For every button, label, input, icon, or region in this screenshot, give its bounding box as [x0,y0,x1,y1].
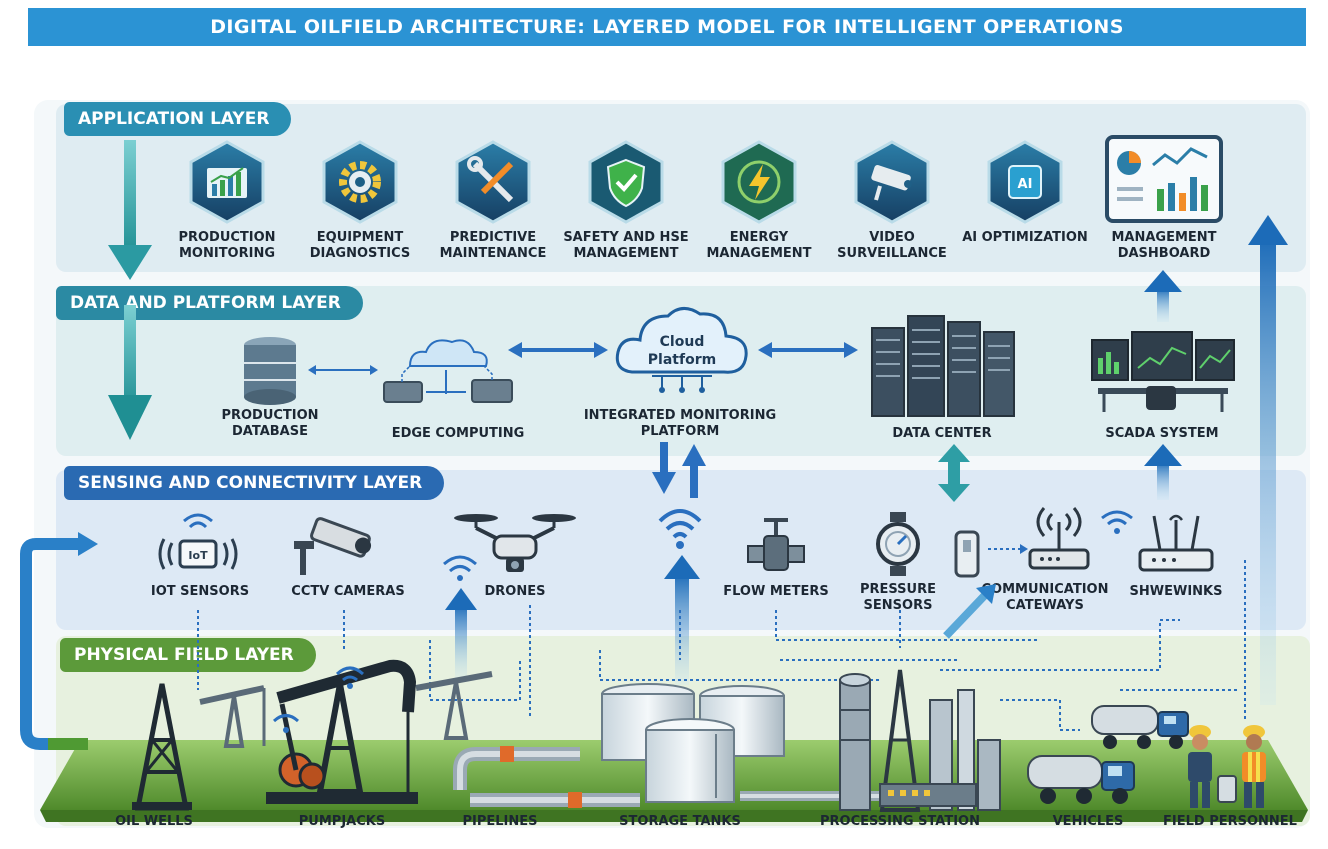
wifi-icon-drone-left [443,555,477,581]
server-rack-icon [871,315,1015,417]
switch-to-scada-arrow [1144,444,1182,500]
derrick-icon [132,683,192,811]
data-label-integrated-monitoring: INTEGRATED MONITORING PLATFORM [583,408,777,439]
router-icon [1028,507,1090,570]
tank-icon [601,683,785,803]
up-arrow-right [1248,215,1288,705]
tools-icon [455,140,531,224]
cloud-text-line1: Cloud [660,334,705,350]
sense-label-gateways: COMMUNICATION CATEWAYS [981,582,1109,613]
edge-computing-icon [383,339,513,403]
application-layer-title: APPLICATION LAYER [64,102,292,136]
sense-label-drones: DRONES [484,584,546,599]
iot-sensor-icon: IoT [158,513,238,570]
pipeline-icon [453,746,980,808]
cloud-sensing-arrows [652,442,706,498]
sensor-router-link [988,544,1028,554]
truck-icon-top [1091,705,1189,749]
data-layer-title: DATA AND PLATFORM LAYER [56,286,363,320]
data-label-data-center: DATA CENTER [892,426,992,441]
phys-label-oil-wells: OIL WELLS [115,814,193,829]
lightning-icon [721,140,797,224]
cctv-icon [294,517,372,575]
pressure-gauge-icon [876,512,920,576]
scada-icon [1091,331,1235,412]
dotted-connectors [197,560,1246,731]
down-arrow-left [108,140,152,440]
chart-icon [189,140,265,224]
sense-label-iot-sensors: IoT SENSORS [150,584,250,599]
up-arrow-processing [943,584,996,639]
cloud-datacenter-link [758,342,858,358]
app-label-production-monitoring: PRODUCTION MONITORING [178,230,276,261]
refinery-icon [839,669,1001,812]
cloud-icon: Cloud Platform [615,307,748,393]
edge-cloud-link [508,342,608,358]
database-icon [244,337,296,405]
phys-label-storage-tanks: STORAGE TANKS [619,814,741,829]
wifi-icon-pumpjack [335,666,365,689]
valve-icon [747,518,805,571]
app-label-management-dashboard: MANAGEMENT DASHBOARD [1111,230,1217,261]
loop-arrow [20,532,98,750]
page-title: DIGITAL OILFIELD ARCHITECTURE: LAYERED M… [28,8,1306,46]
datacenter-sensing-arrow [938,444,970,502]
cloud-text-line2: Platform [648,352,716,368]
small-sensor-icon [954,530,980,578]
sense-label-flow-meters: FLOW METERS [723,584,829,599]
up-arrow-tanks [664,555,700,685]
phys-label-field-personnel: FIELD PERSONNEL [1163,814,1297,829]
app-label-video-surveillance: VIDEO SURVEILLANCE [837,230,947,261]
data-label-production-database: PRODUCTION DATABASE [221,408,319,439]
db-edge-link [308,365,378,375]
scada-to-dashboard-arrow [1144,270,1182,322]
data-label-edge-computing: EDGE COMPUTING [391,426,525,441]
physical-layer-title: PHYSICAL FIELD LAYER [60,638,316,672]
sensing-layer-title: SENSING AND CONNECTIVITY LAYER [64,466,445,500]
gear-icon [322,140,398,224]
app-label-predictive-maintenance: PREDICTIVE MAINTENANCE [439,230,547,261]
pumpjack-small-right [415,671,493,740]
phys-label-pumpjacks: PUMPJACKS [298,814,386,829]
app-label-safety-hse: SAFETY AND HSE MANAGEMENT [563,230,689,261]
iot-chip-text: IoT [188,549,208,562]
sense-label-switches: SHWEWINKS [1129,584,1223,599]
phys-label-pipelines: PIPELINES [462,814,538,829]
data-label-scada-system: SCADA SYSTEM [1105,426,1219,441]
pumpjack-small-left [199,685,266,748]
app-label-ai-optimization: AI OPTIMIZATION [962,230,1088,245]
drone-icon [454,514,576,572]
sense-label-pressure-sensors: PRESSURE SENSORS [859,582,936,613]
wifi-icon-gateway [1101,510,1133,534]
wifi-icon-small [272,714,300,733]
truck-icon [1027,755,1135,804]
camera-icon [854,140,930,224]
wifi-icon-center [658,509,702,549]
dashboard-icon [1105,135,1223,223]
ai-chip-text: AI [1018,177,1033,192]
wifi-icon-iot [182,512,218,530]
sense-label-cctv: CCTV CAMERAS [291,584,405,599]
switch-icon [1138,514,1214,572]
ai-chip-icon: AI [987,140,1063,224]
shield-icon [588,140,664,224]
pumpjack-icon [266,659,418,804]
worker-icon [1188,725,1266,808]
phys-label-vehicles: VEHICLES [1052,814,1124,829]
phys-label-processing-station: PROCESSING STATION [820,814,980,829]
up-arrow-pumpjack [445,588,477,678]
app-label-energy-management: ENERGY MANAGEMENT [706,230,812,261]
app-label-equipment-diagnostics: EQUIPMENT DIAGNOSTICS [309,230,411,261]
